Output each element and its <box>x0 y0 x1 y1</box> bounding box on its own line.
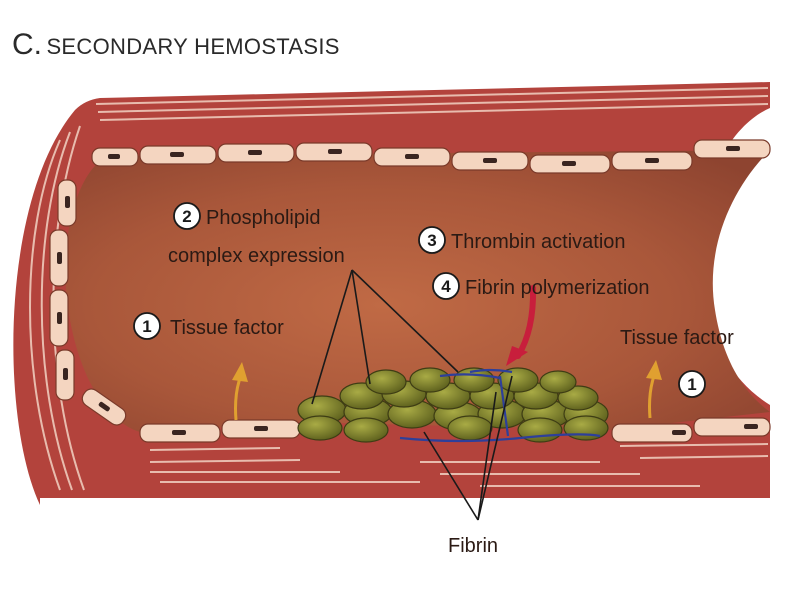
phospholipid-pointers <box>311 269 459 405</box>
step-2-line1: Phospholipid <box>206 207 321 229</box>
step-1-left-number: 1 <box>142 317 151 336</box>
endothelium-top-nuclei <box>108 146 740 166</box>
step-4-number: 4 <box>441 277 451 296</box>
wall-stripes <box>29 87 769 491</box>
figure-title: C. SECONDARY HEMOSTASIS <box>12 28 340 62</box>
thrombin-arrow <box>506 285 537 366</box>
tissue-factor-arrow-left <box>232 362 248 421</box>
step-1-right-number: 1 <box>687 375 696 394</box>
title-text: SECONDARY HEMOSTASIS <box>46 34 340 59</box>
step-3-text: Thrombin activation <box>451 231 626 253</box>
label-phospholipid: 2 Phospholipid complex expression <box>168 202 345 267</box>
step-4-text: Fibrin polymerization <box>465 277 650 299</box>
step-2-line2: complex expression <box>168 245 345 267</box>
label-tissue-factor-right: Tissue factor 1 <box>620 327 734 398</box>
endothelium-left-nuclei <box>57 196 110 412</box>
vessel-lumen <box>65 150 770 432</box>
fibrin-strands <box>399 368 601 443</box>
step-1-right-text: Tissue factor <box>620 327 734 349</box>
endothelium-bottom <box>139 417 771 443</box>
step-2-number: 2 <box>182 207 191 226</box>
tissue-factor-arrow-right <box>646 360 662 419</box>
panel-letter: C. <box>12 28 42 61</box>
label-thrombin: 3 Thrombin activation <box>418 226 626 254</box>
label-fibrin: Fibrin <box>448 535 498 557</box>
step-3-number: 3 <box>427 231 436 250</box>
fibrin-pointers <box>423 375 513 521</box>
endothelium-bottom-nuclei <box>172 424 758 435</box>
label-fibrin-polymerization: 4 Fibrin polymerization <box>432 272 650 300</box>
label-tissue-factor-left: 1 Tissue factor <box>133 312 284 340</box>
step-1-left-text: Tissue factor <box>170 317 284 339</box>
